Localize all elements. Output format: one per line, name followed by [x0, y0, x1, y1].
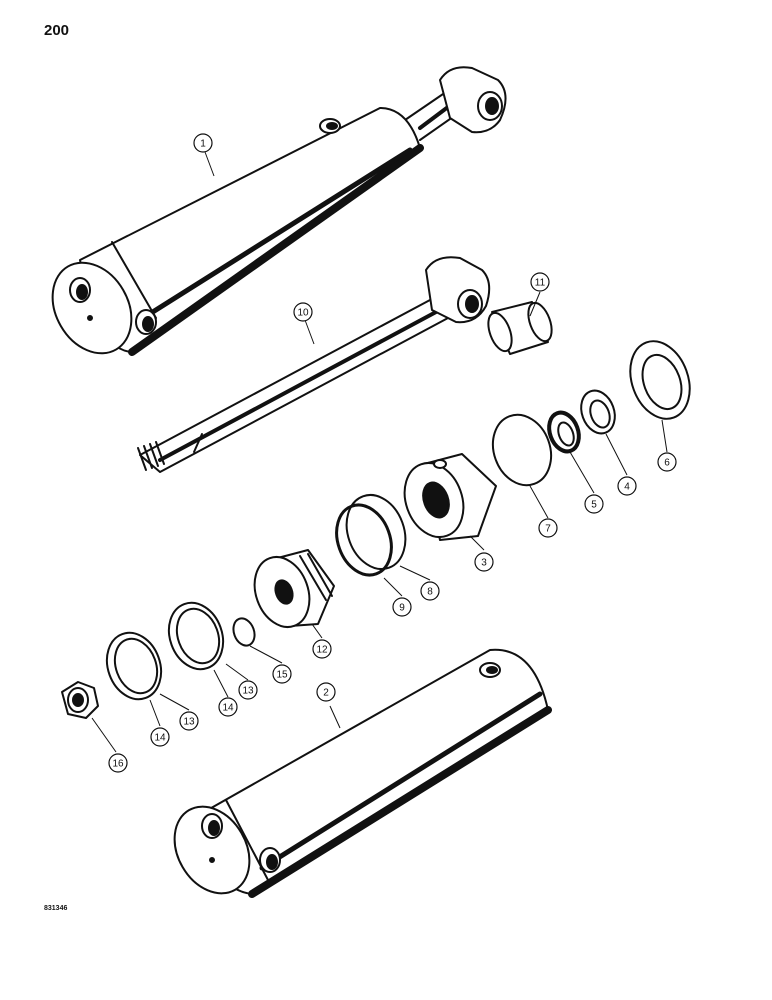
callout-label: 10	[297, 308, 309, 319]
leader-line-14-upper	[213, 669, 229, 698]
callout-14-b: 14	[150, 727, 170, 747]
gland-nut-part-6	[629, 340, 691, 420]
leader-line-15	[249, 645, 283, 664]
callout-circle	[108, 753, 128, 773]
leader-line-6	[661, 419, 668, 453]
callout-13: 13	[238, 680, 258, 700]
backup-ring-part-8	[345, 494, 407, 570]
page-number: 200	[44, 22, 70, 39]
callout-circle	[617, 476, 637, 496]
callout-label: 15	[276, 670, 288, 681]
callout-5: 5	[584, 494, 604, 514]
callout-1: 1	[193, 133, 213, 153]
retaining-ring-part-7	[491, 413, 553, 487]
callout-circle	[293, 302, 313, 322]
callout-12: 12	[312, 639, 332, 659]
leader-line-11	[529, 291, 541, 317]
callout-7: 7	[538, 518, 558, 538]
o-ring-part-15	[232, 617, 256, 647]
o-ring-part-9	[335, 503, 393, 577]
leader-line-1	[204, 151, 215, 177]
leader-line-14-lower	[149, 699, 161, 727]
leader-line-13-upper	[225, 663, 249, 681]
callout-circle	[584, 494, 604, 514]
callout-13-b: 13	[179, 711, 199, 731]
callout-15: 15	[272, 664, 292, 684]
callout-circle	[312, 639, 332, 659]
callout-circle	[238, 680, 258, 700]
callout-label: 16	[112, 759, 124, 770]
callout-circle	[530, 272, 550, 292]
leader-line-12	[311, 623, 323, 639]
callout-8: 8	[420, 581, 440, 601]
leader-line-10	[304, 319, 315, 345]
callout-label: 11	[535, 278, 546, 289]
callout-circle	[538, 518, 558, 538]
callout-circle	[316, 682, 336, 702]
callout-16: 16	[108, 753, 128, 773]
callout-label: 12	[316, 645, 328, 656]
piston-seal-part-14-lower	[105, 631, 163, 701]
leader-line-9	[383, 577, 403, 597]
callout-circle	[150, 727, 170, 747]
piston-part-12	[253, 549, 335, 628]
callout-circle	[420, 581, 440, 601]
callout-label: 14	[154, 733, 166, 744]
drawing-code: 831346	[44, 905, 68, 912]
callout-circle	[272, 664, 292, 684]
leader-line-5	[569, 451, 595, 494]
callout-label: 6	[664, 458, 670, 469]
callout-6: 6	[657, 452, 677, 472]
callout-4: 4	[617, 476, 637, 496]
callout-label: 4	[624, 482, 630, 493]
callout-9: 9	[392, 597, 412, 617]
callout-label: 9	[399, 603, 405, 614]
callout-label: 13	[183, 717, 195, 728]
callout-circle	[657, 452, 677, 472]
callout-circle	[392, 597, 412, 617]
callout-label: 7	[545, 524, 551, 535]
piston-rod-part-10	[137, 256, 491, 473]
wiper-seal-part-4	[580, 389, 616, 435]
rod-seal-part-5	[547, 410, 581, 454]
callout-label: 1	[200, 139, 206, 150]
callout-circle	[179, 711, 199, 731]
callout-circle	[193, 133, 213, 153]
cylinder-assembly-part-1	[51, 66, 507, 356]
leader-line-7	[529, 485, 549, 519]
callout-label: 5	[591, 500, 597, 511]
leader-line-3	[469, 535, 485, 551]
piston-seal-part-14-upper	[167, 601, 225, 671]
callout-label: 14	[222, 703, 234, 714]
leader-line-13-lower	[159, 693, 190, 711]
callout-label: 2	[323, 688, 329, 699]
leader-line-16	[91, 717, 117, 753]
callout-circle	[218, 697, 238, 717]
leader-line-4	[605, 433, 628, 476]
callout-11: 11	[530, 272, 550, 292]
callout-3: 3	[474, 552, 494, 572]
leader-line-2	[329, 705, 341, 729]
callout-label: 13	[242, 686, 254, 697]
lock-nut-part-16	[61, 681, 99, 719]
callout-2: 2	[316, 682, 336, 702]
callout-14: 14	[218, 697, 238, 717]
gland-part-3	[403, 453, 497, 541]
leader-line-8	[399, 565, 431, 581]
cylinder-barrel-part-2	[173, 648, 552, 898]
callout-label: 8	[427, 587, 433, 598]
callout-label: 3	[481, 558, 487, 569]
callout-circle	[474, 552, 494, 572]
callout-10: 10	[293, 302, 313, 322]
bushing-part-11	[487, 301, 553, 355]
